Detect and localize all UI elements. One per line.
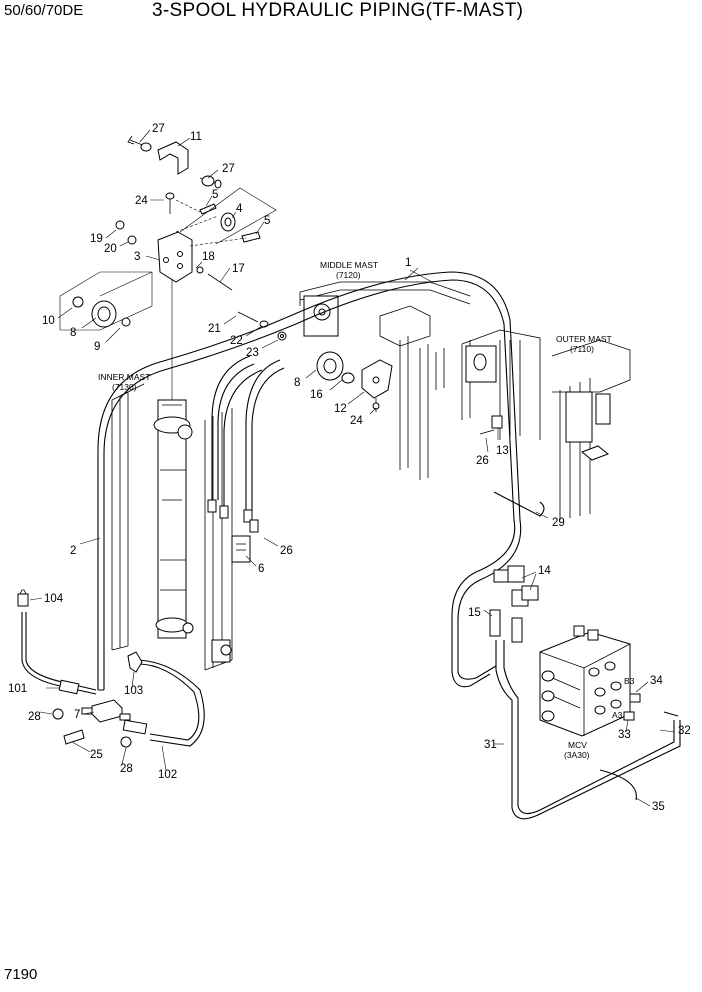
callout-103: 103	[124, 685, 143, 697]
callout-27-top: 27	[152, 123, 165, 135]
port-b3-label: B3	[624, 676, 635, 686]
callout-26-left: 26	[280, 545, 293, 557]
callout-102: 102	[158, 769, 177, 781]
hose-runs	[21, 271, 681, 820]
callout-24-top: 24	[135, 195, 148, 207]
callout-28-left: 28	[28, 711, 41, 723]
callout-16: 16	[310, 389, 323, 401]
callout-12: 12	[334, 403, 347, 415]
callout-27-right: 27	[222, 163, 235, 175]
callout-1: 1	[405, 257, 411, 269]
mcv-valve	[539, 625, 641, 737]
inner-mast-label: INNER MAST	[98, 372, 150, 382]
leader-lines	[29, 129, 675, 807]
callout-101: 101	[8, 683, 27, 695]
callout-29: 29	[552, 517, 565, 529]
middle-mast-code: (7120)	[336, 270, 361, 280]
lower-fittings	[17, 565, 539, 748]
callout-33: 33	[618, 729, 631, 741]
callout-numbers: 27 11 27 24 5 4 5 19 20 3 18 17 10 8 9 2…	[8, 123, 691, 813]
callout-2: 2	[70, 545, 76, 557]
bracket-6	[231, 535, 251, 563]
callout-6: 6	[258, 563, 264, 575]
mcv-label: MCV	[568, 740, 587, 750]
middle-outer-mast-drawing	[237, 281, 631, 520]
callout-35: 35	[652, 801, 665, 813]
callout-4: 4	[236, 203, 243, 215]
mcv-code: (3A30)	[564, 750, 590, 760]
callout-23: 23	[246, 347, 259, 359]
callout-104: 104	[44, 593, 64, 605]
callout-5-right: 5	[264, 215, 270, 227]
callout-9: 9	[94, 341, 100, 353]
page-number: 7190	[4, 966, 38, 983]
callout-25: 25	[90, 749, 103, 761]
callout-13: 13	[496, 445, 509, 457]
port-a3-label: A3	[612, 710, 623, 720]
callout-32: 32	[678, 725, 691, 737]
page-title: 3-SPOOL HYDRAULIC PIPING(TF-MAST)	[152, 0, 524, 21]
inner-mast-code: (7130)	[112, 382, 137, 392]
callout-8-middle: 8	[294, 377, 300, 389]
callout-8-left: 8	[70, 327, 76, 339]
callout-15: 15	[468, 607, 481, 619]
callout-31: 31	[484, 739, 497, 751]
callout-28-bottom: 28	[120, 763, 133, 775]
callout-5-top: 5	[212, 189, 218, 201]
callout-7: 7	[74, 709, 80, 721]
callout-21: 21	[208, 323, 221, 335]
callout-26-right: 26	[476, 455, 489, 467]
outer-mast-label: OUTER MAST	[556, 334, 612, 344]
callout-3: 3	[134, 251, 140, 263]
callout-24-middle: 24	[350, 415, 363, 427]
callout-17: 17	[232, 263, 245, 275]
model-number: 50/60/70DE	[4, 2, 84, 19]
callout-10: 10	[42, 315, 55, 327]
callout-14: 14	[538, 565, 551, 577]
callout-20: 20	[104, 243, 117, 255]
inner-mast-drawing	[111, 262, 251, 671]
middle-mast-label: MIDDLE MAST	[320, 260, 378, 270]
outer-mast-code: (7110)	[570, 344, 594, 354]
callout-34: 34	[650, 675, 663, 687]
callout-11: 11	[190, 131, 202, 143]
callout-19: 19	[90, 233, 103, 245]
upper-bracket-assembly	[59, 135, 277, 331]
mast-labels: MIDDLE MAST (7120) OUTER MAST (7110) INN…	[98, 260, 635, 760]
lift-cylinder	[157, 399, 187, 639]
callout-18: 18	[202, 251, 215, 263]
callout-22: 22	[230, 335, 243, 347]
